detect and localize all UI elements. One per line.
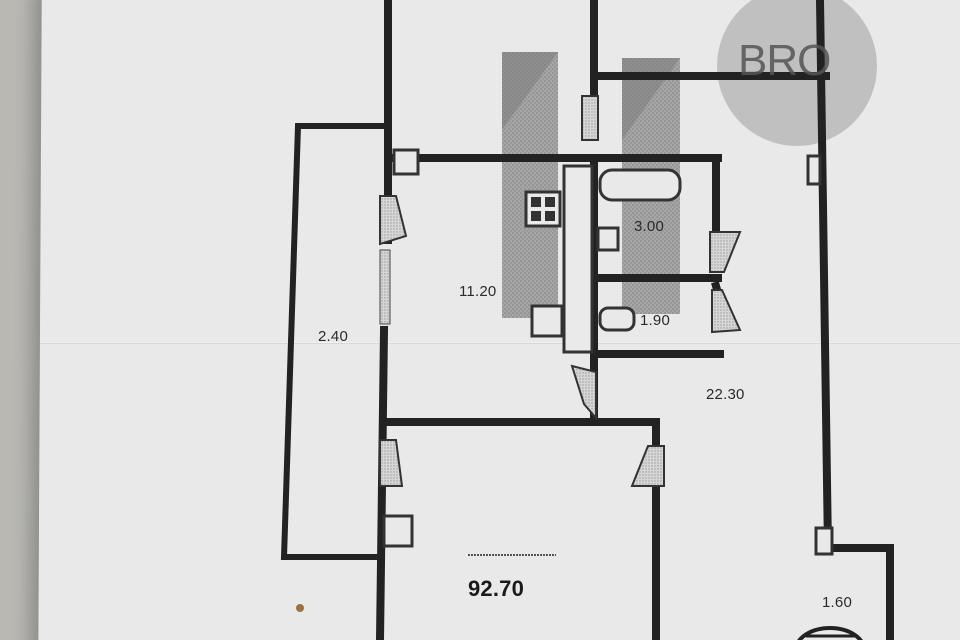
door-icon-hall <box>570 364 597 421</box>
room-area-storage: 1.60 <box>822 594 852 611</box>
column-bottom-icon <box>382 514 414 548</box>
door-icon-kitchen <box>379 195 408 246</box>
column-top-icon <box>392 148 420 176</box>
kitchen-sink-icon <box>530 304 564 338</box>
door-icon-main-room <box>630 445 665 487</box>
room-area-balcony: 2.40 <box>318 328 348 345</box>
doors <box>379 95 742 487</box>
walls <box>280 0 894 640</box>
door-icon-top <box>581 95 599 141</box>
compass-icon <box>797 626 863 640</box>
bath-sink-icon <box>596 226 620 252</box>
bathtub-icon <box>598 168 682 202</box>
door-icon-toilet <box>711 289 742 334</box>
paper-fold <box>40 342 960 344</box>
niche-bottom-icon <box>814 526 834 556</box>
room-area-kitchen: 11.20 <box>459 283 497 300</box>
stove-burners-icon <box>531 197 555 221</box>
stain-dot <box>296 604 304 612</box>
balcony-door <box>379 249 391 325</box>
stamp-text: BRO <box>738 36 831 85</box>
room-area-bathroom: 3.00 <box>634 218 664 235</box>
room-area-toilet: 1.90 <box>640 312 670 329</box>
niche-right-icon <box>806 154 822 186</box>
toilet-icon <box>598 306 636 332</box>
door-icon-bath <box>709 231 742 273</box>
room-area-hall: 22.30 <box>706 386 745 403</box>
duct-box <box>562 164 594 354</box>
door-icon-room <box>379 439 404 487</box>
total-area: 92.70 <box>468 576 525 601</box>
